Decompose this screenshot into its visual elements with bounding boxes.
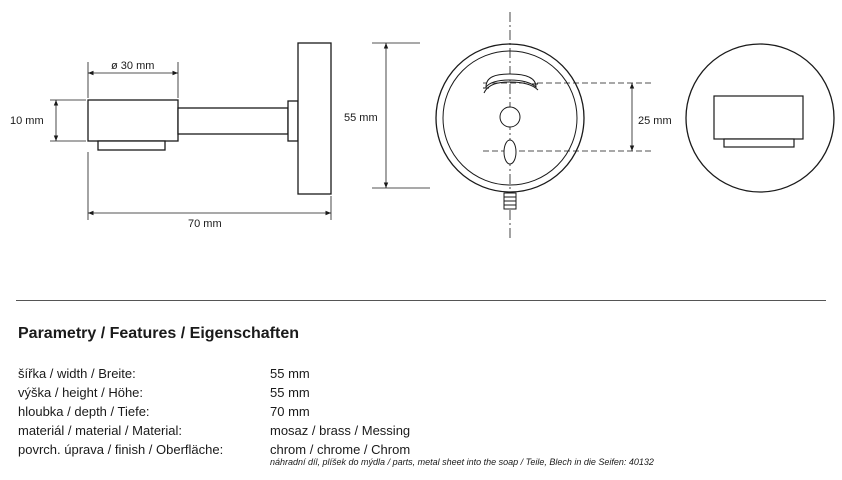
spec-label: materiál / material / Material: [18, 423, 182, 438]
top-view-lip [723, 138, 795, 148]
side-view-arm [177, 107, 289, 135]
side-view-dimensions [50, 62, 332, 220]
spec-value: mosaz / brass / Messing [270, 423, 411, 438]
dim-diameter-label: ø 30 mm [111, 60, 154, 72]
spec-row-depth: hloubka / depth / Tiefe: 70 mm [18, 402, 818, 421]
dim-total-height-label: 55 mm [344, 112, 378, 124]
spec-label: výška / height / Höhe: [18, 385, 144, 400]
spec-label: povrch. úprava / finish / Oberfläche: [18, 442, 224, 457]
top-view-cup [713, 95, 804, 140]
spec-row-material: materiál / material / Material: mosaz / … [18, 421, 818, 440]
section-divider [16, 300, 826, 301]
spec-value: chrom / chrome / Chrom [270, 442, 411, 457]
dim-hole-spacing-label: 25 mm [638, 115, 672, 127]
wall-plate-inner [442, 50, 578, 186]
front-view [435, 12, 652, 238]
side-view-wall-plate [297, 42, 332, 195]
top-view-outline [685, 43, 835, 193]
spec-row-height: výška / height / Höhe: 55 mm [18, 383, 818, 402]
features-table: šířka / width / Breite: 55 mm výška / he… [18, 364, 818, 459]
spec-row-finish: povrch. úprava / finish / Oberfläche: ch… [18, 440, 818, 459]
dim-depth-label: 70 mm [188, 218, 222, 230]
center-hole [499, 106, 521, 128]
wall-plate-outer [435, 43, 585, 193]
technical-drawing: ø 30 mm 10 mm 70 mm 5 [10, 12, 835, 238]
spec-value: 70 mm [270, 404, 310, 419]
features-title: Parametry / Features / Eigenschaften [18, 325, 299, 342]
set-screw [503, 192, 517, 210]
mounting-hole-bottom [503, 139, 517, 165]
side-view-collar [287, 100, 299, 142]
side-view-cup [87, 99, 179, 142]
side-view [87, 42, 332, 195]
spec-row-width: šířka / width / Breite: 55 mm [18, 364, 818, 383]
top-view [685, 43, 835, 193]
spec-value: 55 mm [270, 385, 310, 400]
spare-part-note: náhradní díl, plíšek do mýdla / parts, m… [270, 457, 654, 467]
spec-label: šířka / width / Breite: [18, 366, 136, 381]
front-view-dimensions [372, 42, 635, 189]
mounting-slot-top [485, 73, 537, 89]
spec-label: hloubka / depth / Tiefe: [18, 404, 150, 419]
spec-value: 55 mm [270, 366, 310, 381]
dim-height-side-label: 10 mm [10, 115, 44, 127]
side-view-lip [97, 140, 166, 151]
